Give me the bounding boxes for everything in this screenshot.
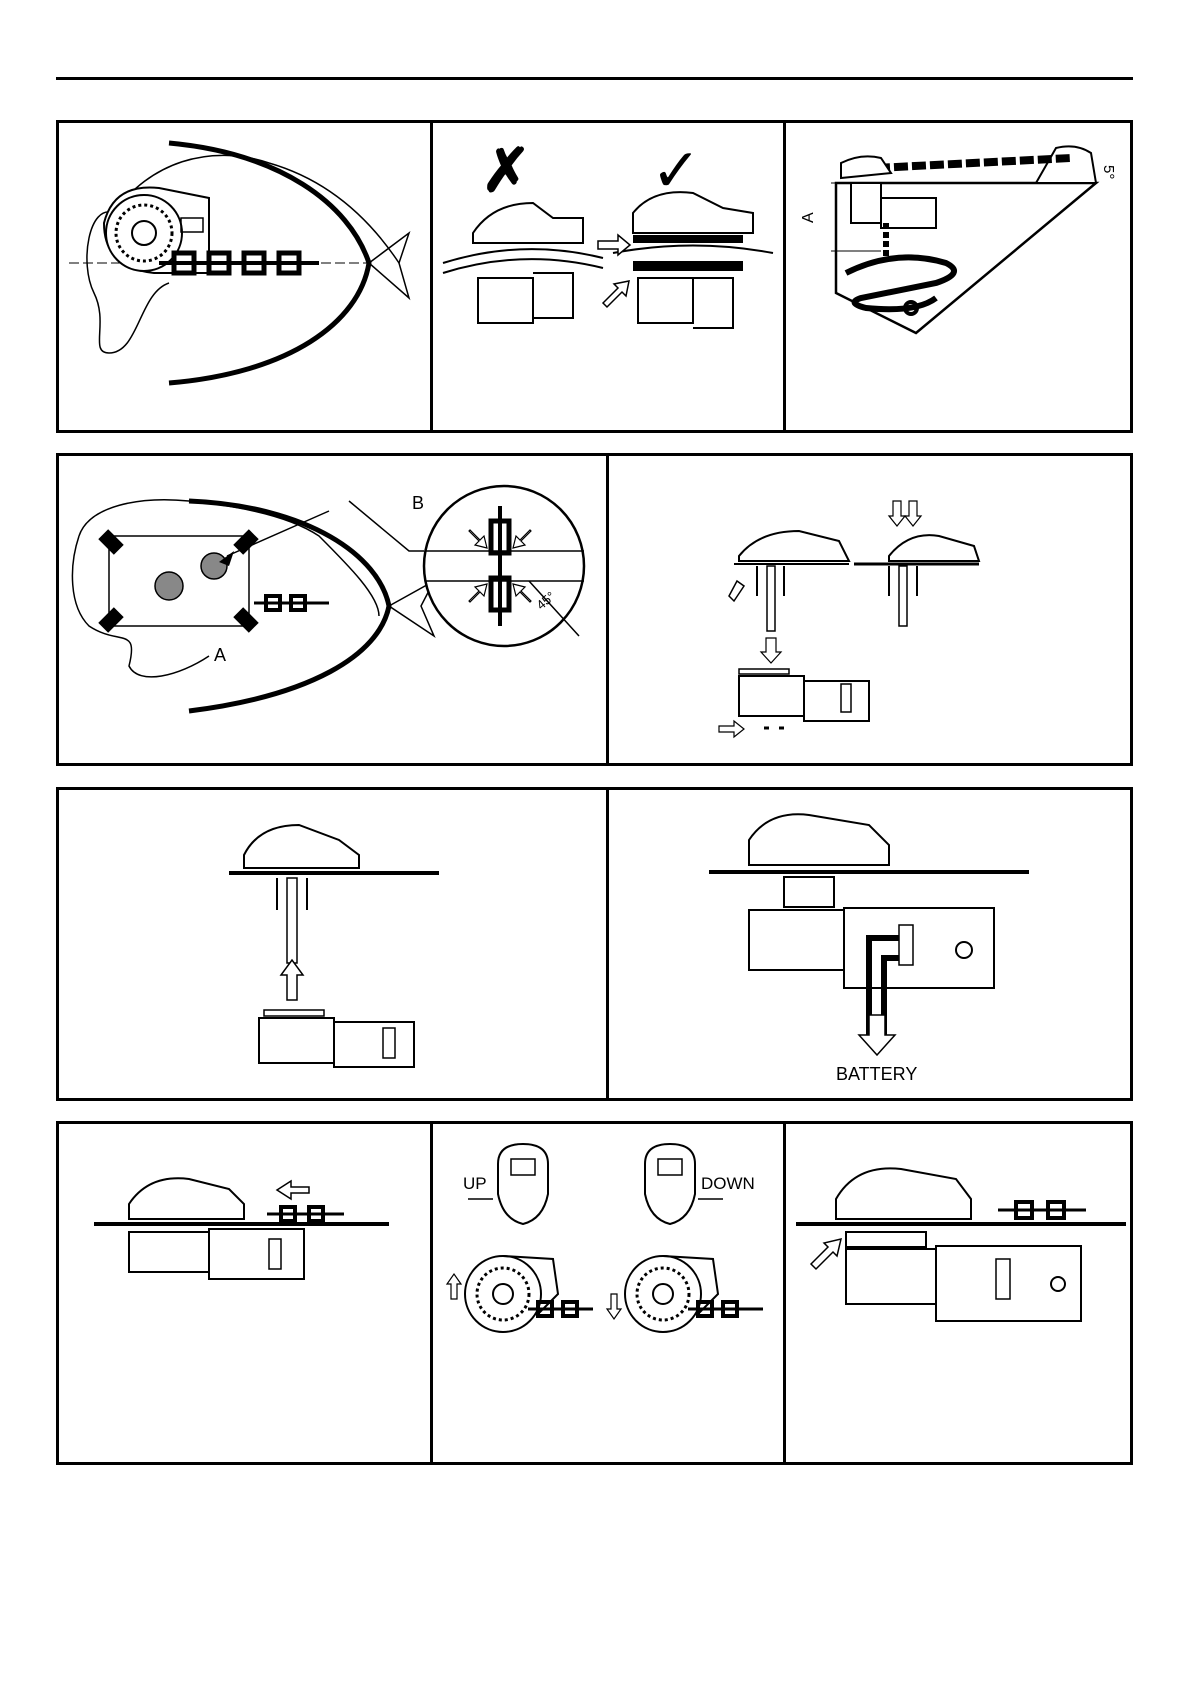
arrow-icon (598, 235, 630, 307)
row-3: BATTERY (56, 787, 1133, 1101)
chain-icon (876, 158, 1071, 168)
chain-feed-diagram (59, 1124, 430, 1462)
row-4: UP DOWN (56, 1121, 1133, 1465)
panel-deck-drilling: B A 45° (59, 456, 606, 763)
motor-installation-diagram (609, 456, 1133, 763)
panel-chain-alignment (59, 123, 430, 430)
panel-chain-feed (59, 1124, 430, 1462)
shaft-insertion-diagram (59, 790, 606, 1098)
panel-battery-wiring: BATTERY (606, 790, 1133, 1098)
down-label: DOWN (701, 1174, 755, 1193)
dimension-a-label: A (800, 212, 817, 223)
battery-wiring-diagram: BATTERY (609, 790, 1133, 1098)
page-top-rule (56, 77, 1133, 80)
panel-deck-seal (783, 1124, 1133, 1462)
panel-shaft-insertion (59, 790, 606, 1098)
chain-icon (254, 596, 329, 610)
chain-icon (998, 1202, 1086, 1218)
windlass-correct-install (613, 192, 773, 328)
remote-control-diagram: UP DOWN (433, 1124, 783, 1462)
up-label: UP (463, 1174, 487, 1193)
panel-remote-control: UP DOWN (430, 1124, 783, 1462)
windlass-haul-up (447, 1256, 593, 1332)
windlass-let-down (607, 1256, 763, 1332)
row-1: ✗ ✓ (56, 120, 1133, 433)
battery-label: BATTERY (836, 1064, 917, 1084)
deck-levelling-diagram: ✗ ✓ (433, 123, 783, 430)
windlass-wrong-install (443, 203, 603, 323)
detail-b-label: B (412, 493, 424, 513)
wrong-mark-icon: ✗ (481, 137, 531, 204)
angle-label: 5° (1100, 165, 1117, 179)
chain-locker-diagram: A 5° (786, 123, 1133, 430)
row-2: B A 45° (56, 453, 1133, 766)
panel-chain-locker: A 5° (783, 123, 1133, 430)
chain-alignment-diagram (59, 123, 430, 430)
panel-deck-levelling: ✗ ✓ (430, 123, 783, 430)
dimension-a-label: A (214, 645, 226, 665)
deck-drilling-diagram: B A 45° (59, 456, 606, 763)
deck-seal-diagram (786, 1124, 1133, 1462)
chain-icon (267, 1207, 344, 1221)
panel-motor-installation (606, 456, 1133, 763)
